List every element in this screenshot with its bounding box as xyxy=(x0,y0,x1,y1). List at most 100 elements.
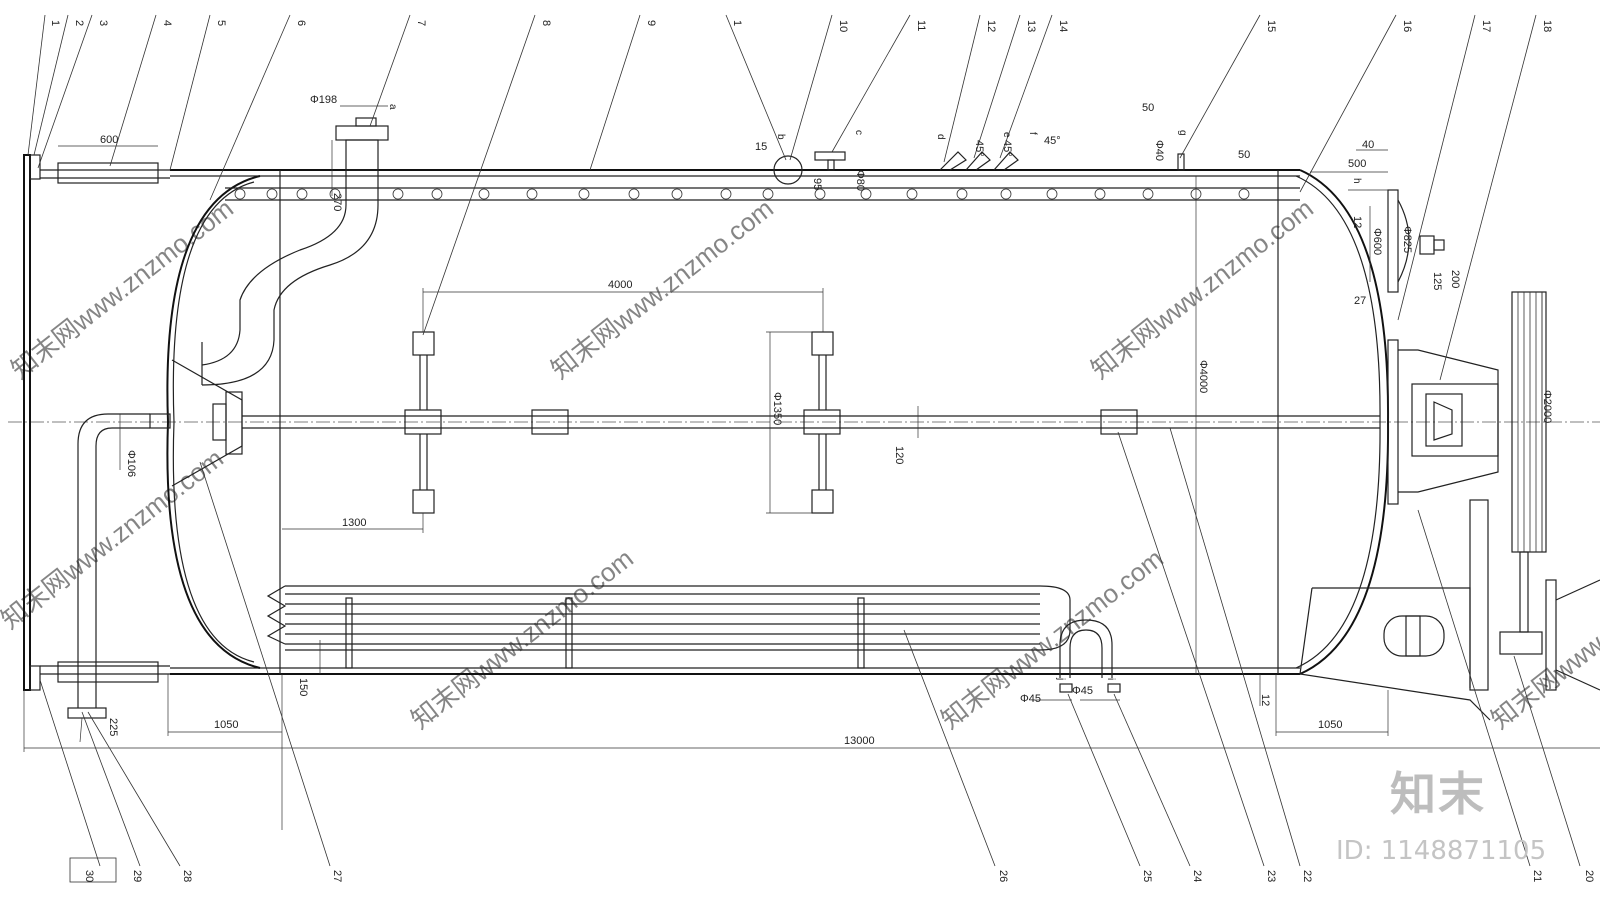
watermark-layer: 知末网www.znzmo.com 知末网www.znzmo.com 知末网www… xyxy=(0,193,1600,735)
dim-label: 1300 xyxy=(342,517,366,529)
dim-label: Φ80 xyxy=(854,170,866,191)
ref-number: 7 xyxy=(415,20,427,26)
right-manhole xyxy=(1387,189,1445,293)
ref-number: 27 xyxy=(331,870,343,882)
dim-label: Φ45 xyxy=(1072,685,1093,697)
top-distribution-pipe xyxy=(225,187,1300,201)
dim-label: 50 xyxy=(1142,102,1154,114)
dim-label: Φ1350 xyxy=(771,392,783,425)
dim-label: 40 xyxy=(1362,139,1374,151)
reference-numbers-bottom: 30 29 28 27 26 25 24 23 22 21 20 xyxy=(83,870,1595,882)
nozzle-letter: i xyxy=(1105,678,1116,680)
nozzle-letter: a xyxy=(387,104,398,110)
ref-number: 16 xyxy=(1401,20,1413,32)
ref-number: 11 xyxy=(915,20,927,31)
ref-number: 1 xyxy=(731,20,743,26)
ref-number: 17 xyxy=(1480,20,1492,32)
ref-number: 3 xyxy=(97,20,109,26)
dim-label: 270 xyxy=(331,193,343,211)
ref-number: 30 xyxy=(83,870,95,882)
dim-label: Φ2000 xyxy=(1541,390,1553,423)
dim-label: 12 xyxy=(1259,694,1271,706)
ref-number: 2 xyxy=(73,20,85,26)
nozzle-letter: d xyxy=(935,134,946,140)
dim-label: Φ4000 xyxy=(1197,360,1209,393)
dim-label: Φ198 xyxy=(310,94,337,106)
ref-number: 25 xyxy=(1141,870,1153,882)
ref-number: 20 xyxy=(1583,870,1595,882)
dim-label: 150 xyxy=(297,678,309,696)
ref-number: 29 xyxy=(131,870,143,882)
top-nozzles xyxy=(773,151,1185,185)
ref-number: 28 xyxy=(181,870,193,882)
nozzle-letter: f xyxy=(1027,132,1038,135)
ref-number: 24 xyxy=(1191,870,1203,882)
ref-number: 9 xyxy=(645,20,657,26)
dim-label: 27 xyxy=(1354,295,1366,307)
dim-label: 1050 xyxy=(1318,719,1342,731)
nozzle-letter: c xyxy=(853,130,864,135)
nozzle-letter: b xyxy=(775,134,786,140)
nozzle-letter: e xyxy=(1001,132,1012,138)
watermark: 知末网www.znzmo.com xyxy=(405,543,639,735)
dim-label: Φ825 xyxy=(1401,226,1413,253)
nozzle-letter: h xyxy=(1351,178,1362,184)
left-end-plate xyxy=(23,154,170,691)
leader-lines-bottom xyxy=(39,427,1581,883)
distributor-cone xyxy=(171,359,243,487)
watermark-logo: 知末 xyxy=(1390,767,1486,821)
nozzle-letter: j xyxy=(1055,677,1066,680)
dimension-lines xyxy=(23,105,1600,830)
ref-number: 12 xyxy=(985,20,997,32)
dim-label: 1050 xyxy=(214,719,238,731)
dim-label: 125 xyxy=(1431,272,1443,290)
watermark: 知末网www.znzmo.com xyxy=(0,443,229,635)
ref-number: 10 xyxy=(837,20,849,32)
dim-label: 95 xyxy=(811,178,823,190)
dim-label: Φ600 xyxy=(1371,228,1383,255)
dim-label: 4000 xyxy=(608,279,632,291)
heating-coil xyxy=(266,585,1121,693)
dim-label: 45° xyxy=(1001,140,1013,157)
inlet-duct xyxy=(201,117,389,386)
ref-number: 13 xyxy=(1025,20,1037,32)
ref-number: 21 xyxy=(1531,870,1543,882)
dim-label: 600 xyxy=(100,134,118,146)
ref-number: 5 xyxy=(215,20,227,26)
dim-label: Φ40 xyxy=(1153,140,1165,161)
dim-label: Φ45 xyxy=(1020,693,1041,705)
ref-number: 23 xyxy=(1265,870,1277,882)
watermark: 知末网www.znzmo.com xyxy=(545,193,779,385)
dim-label: 12 xyxy=(1351,216,1363,228)
dim-label: 45° xyxy=(973,140,985,157)
leader-lines-top xyxy=(27,14,1537,381)
reference-numbers-top: 1 2 3 4 5 6 7 8 9 1 10 11 12 13 14 15 16… xyxy=(49,20,1553,32)
dim-label: 225 xyxy=(107,718,119,736)
watermark: 知末网www.znzmo.com xyxy=(935,543,1169,735)
agitator-shaft xyxy=(242,331,1380,514)
dim-label: 200 xyxy=(1449,270,1461,288)
ref-number: 1 xyxy=(49,20,61,26)
ref-number: 15 xyxy=(1265,20,1277,32)
watermark-id: ID: 1148871105 xyxy=(1336,836,1547,866)
watermark: 知末网www.znzmo.com xyxy=(1085,193,1319,385)
nozzle-letters: a b c d e f g h i j xyxy=(387,104,1362,680)
dim-label: 15 xyxy=(755,141,767,153)
nozzle-letter: g xyxy=(1177,130,1188,136)
watermark: 知末网www.znzmo.com xyxy=(1485,543,1600,735)
dim-label: 13000 xyxy=(844,735,875,747)
ref-number: 14 xyxy=(1057,20,1069,32)
ref-number: 6 xyxy=(295,20,307,26)
ref-number: 4 xyxy=(161,20,173,26)
ref-number: 18 xyxy=(1541,20,1553,32)
dim-label: 500 xyxy=(1348,158,1366,170)
ref-number: 8 xyxy=(540,20,552,26)
ref-number: 26 xyxy=(997,870,1009,882)
left-outlet-pipe xyxy=(67,413,171,719)
ref-number: 22 xyxy=(1301,870,1313,882)
dim-label: 120 xyxy=(893,446,905,464)
dim-label: Φ106 xyxy=(125,450,137,477)
dim-label: 50 xyxy=(1238,149,1250,161)
dim-label: 45° xyxy=(1044,135,1061,147)
